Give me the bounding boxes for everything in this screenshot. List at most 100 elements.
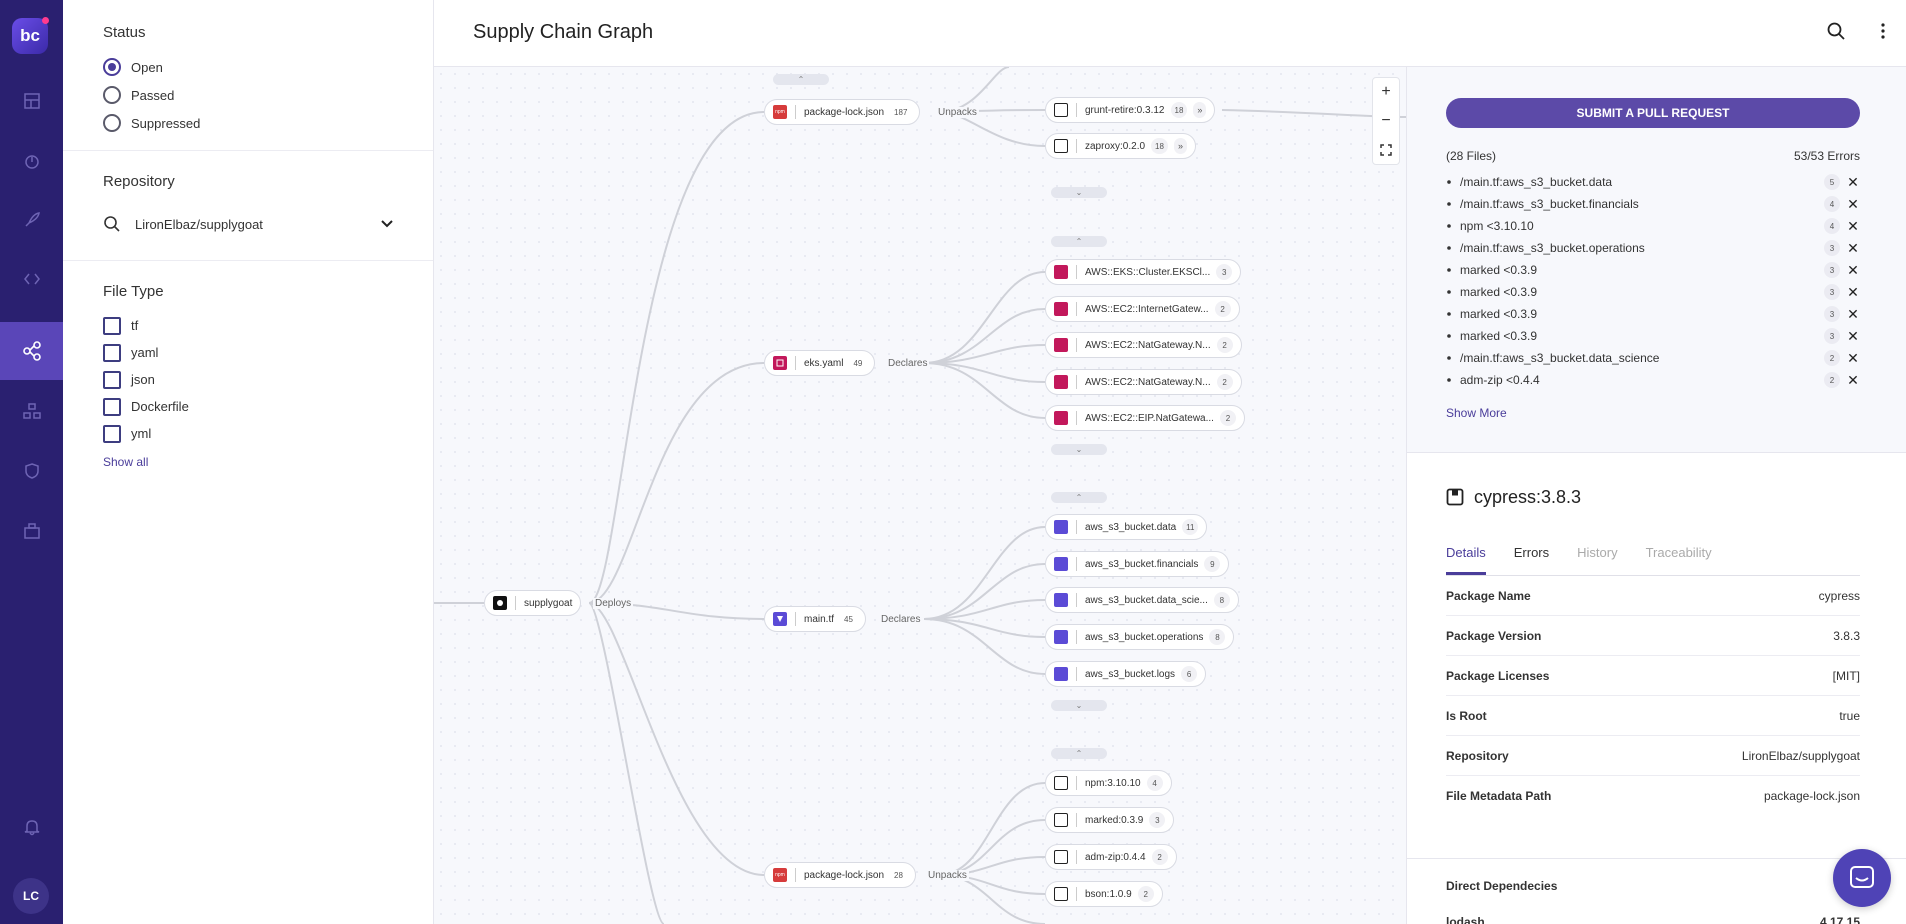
scroll-up-chevron[interactable]: ⌃ [1051, 748, 1107, 759]
issue-count: 3 [1824, 262, 1840, 278]
scroll-up-chevron[interactable]: ⌃ [1051, 236, 1107, 247]
graph-node-root[interactable]: supplygoat [484, 590, 582, 616]
file-type-yaml-checkbox[interactable]: yaml [103, 339, 393, 366]
scroll-up-chevron[interactable]: ⌃ [773, 74, 829, 85]
close-icon[interactable]: ✕ [1847, 195, 1859, 212]
node-separator [795, 356, 796, 370]
show-all-link[interactable]: Show all [103, 455, 149, 469]
scroll-down-chevron[interactable]: ⌄ [1051, 700, 1107, 711]
nav-security[interactable] [0, 442, 63, 500]
tab-history[interactable]: History [1577, 545, 1618, 560]
expand-more[interactable]: » [1173, 138, 1187, 154]
scroll-down-chevron[interactable]: ⌄ [1051, 444, 1107, 455]
terraform-icon [1054, 630, 1068, 644]
close-icon[interactable]: ✕ [1847, 217, 1859, 234]
show-more-link[interactable]: Show More [1446, 406, 1507, 420]
status-passed-radio[interactable]: Passed [103, 81, 393, 109]
graph-node-resource[interactable]: aws_s3_bucket.data_scie...8 [1045, 587, 1239, 613]
graph-node-resource[interactable]: AWS::EC2::EIP.NatGatewa...2 [1045, 405, 1245, 431]
direct-deps-title: Direct Dependecies [1446, 879, 1558, 893]
close-icon[interactable]: ✕ [1847, 327, 1859, 344]
status-open-radio[interactable]: Open [103, 53, 393, 81]
details-panel: SUBMIT A PULL REQUEST (28 Files)53/53 Er… [1406, 67, 1906, 924]
node-separator [1076, 338, 1077, 352]
graph-node-resource[interactable]: AWS::EKS::Cluster.EKSCl...3 [1045, 259, 1242, 285]
node-label: AWS::EC2::NatGateway.N... [1085, 376, 1211, 388]
close-icon[interactable]: ✕ [1847, 239, 1859, 256]
close-icon[interactable]: ✕ [1847, 261, 1859, 278]
close-icon[interactable]: ✕ [1847, 305, 1859, 322]
file-type-dockerfile-checkbox[interactable]: Dockerfile [103, 393, 393, 420]
filter-panel: Status Open Passed Suppressed Repository… [63, 0, 434, 924]
graph-node-resource[interactable]: AWS::EC2::InternetGatew...2 [1045, 296, 1240, 322]
tab-errors[interactable]: Errors [1513, 545, 1550, 560]
more-vertical-icon[interactable] [1880, 22, 1886, 40]
file-type-label: yaml [131, 345, 159, 360]
bullet [1447, 290, 1451, 294]
zoom-out-button[interactable]: − [1381, 112, 1391, 129]
tab-traceability[interactable]: Traceability [1645, 545, 1712, 560]
chat-launcher-button[interactable] [1833, 849, 1891, 907]
file-type-json-checkbox[interactable]: json [103, 366, 393, 393]
graph-node-resource[interactable]: AWS::EC2::NatGateway.N...2 [1045, 369, 1242, 395]
nav-supply-chain[interactable] [0, 322, 63, 380]
graph-node-resource[interactable]: AWS::EC2::NatGateway.N...2 [1045, 332, 1242, 358]
nav-hierarchy[interactable] [0, 382, 63, 440]
nav-dashboard[interactable] [0, 72, 63, 130]
prop-value: cypress [1818, 588, 1860, 603]
repository-select[interactable]: LironElbaz/supplygoat [103, 202, 393, 246]
search-icon[interactable] [1827, 22, 1845, 40]
expand-more[interactable]: » [1193, 102, 1207, 118]
user-avatar[interactable]: LC [13, 878, 49, 914]
zoom-in-button[interactable]: + [1381, 83, 1391, 101]
nav-notifications[interactable] [0, 798, 63, 856]
scroll-up-chevron[interactable]: ⌃ [1051, 492, 1107, 503]
close-icon[interactable]: ✕ [1847, 371, 1859, 388]
nav-deploy[interactable] [0, 191, 63, 249]
close-icon[interactable]: ✕ [1847, 173, 1859, 190]
close-icon[interactable]: ✕ [1847, 349, 1859, 366]
file-type-tf-checkbox[interactable]: tf [103, 312, 393, 339]
fit-view-button[interactable] [1373, 135, 1399, 164]
submit-pull-request-button[interactable]: SUBMIT A PULL REQUEST [1446, 98, 1860, 128]
nav-code[interactable] [0, 250, 63, 308]
status-suppressed-radio[interactable]: Suppressed [103, 109, 393, 137]
nav-integrations[interactable] [0, 502, 63, 560]
nav-activity[interactable] [0, 132, 63, 190]
bridgecrew-logo[interactable]: bc [12, 17, 49, 54]
close-icon[interactable]: ✕ [1847, 283, 1859, 300]
tab-details[interactable]: Details [1446, 539, 1486, 575]
edge-label-declares: Declares [879, 614, 923, 625]
file-type-yml-checkbox[interactable]: yml [103, 420, 393, 447]
node-label: bson:1.0.9 [1085, 888, 1132, 900]
scroll-down-chevron[interactable]: ⌄ [1051, 187, 1107, 198]
node-count: 8 [1213, 592, 1230, 608]
npm-icon: npm [773, 105, 787, 119]
